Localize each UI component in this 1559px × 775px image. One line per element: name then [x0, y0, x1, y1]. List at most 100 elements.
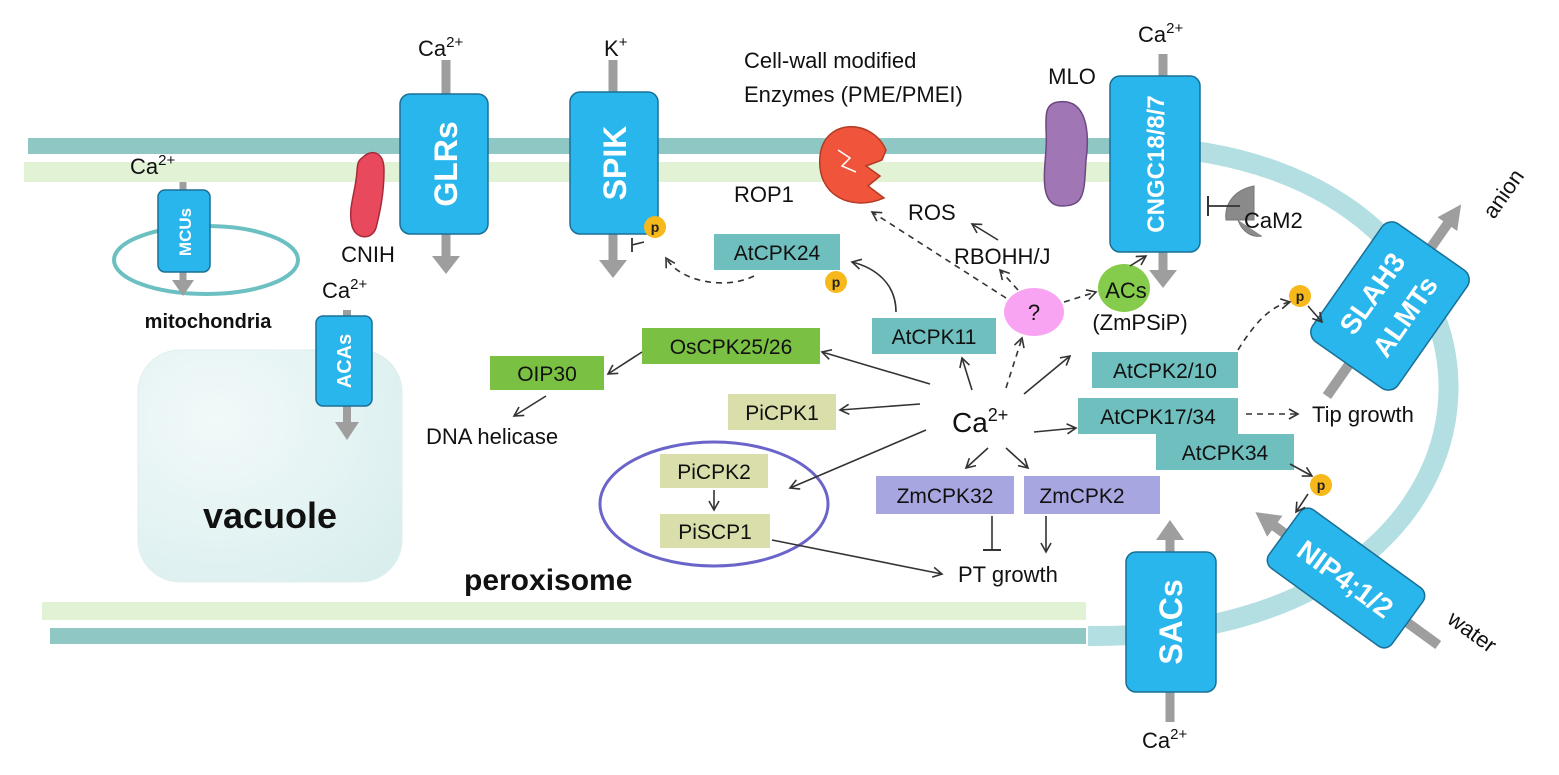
glrs-ca-ion: Ca2+ [418, 34, 463, 61]
arrow-atcpk11-to-atcpk24 [850, 258, 897, 313]
glrs-label: GLRs [428, 121, 464, 206]
atcpk11-label: AtCPK11 [892, 326, 977, 349]
picpk2-box: PiCPK2 [660, 454, 768, 488]
slah3-almts-body [1310, 221, 1470, 391]
cell-wall-label-line1: Cell-wall modified [744, 48, 916, 73]
acas-ca-ion: Ca2+ [322, 276, 367, 303]
tip-growth-label: Tip growth [1312, 402, 1414, 427]
cngc-label: CNGC18/8/7 [1143, 95, 1170, 232]
unknown-label: ? [1028, 300, 1040, 325]
atcpk24-box: AtCPK24 [714, 234, 840, 270]
sacs-body [1125, 551, 1217, 693]
glrs-flux-arrowhead [432, 256, 460, 274]
mitochondria-label: mitochondria [145, 311, 273, 333]
glrs-channel: GLRs [399, 60, 489, 274]
slah3-flux-arrowhead [1437, 204, 1462, 231]
vacuole-compartment [137, 349, 403, 583]
sacs-ca-ion: Ca2+ [1142, 726, 1187, 753]
spik-k-ion: K+ [604, 34, 628, 61]
slah3-phospho-circle [1289, 285, 1311, 307]
rop1-label: ROP1 [734, 182, 794, 207]
slah3-almts-channel: SLAH3 ALMTs [1310, 204, 1470, 399]
arrow-ca-to-picpk1 [838, 403, 921, 416]
membrane-tip-arc [1087, 136, 1459, 647]
oip30-box: OIP30 [490, 356, 604, 390]
spik-channel: SPIK [569, 60, 659, 278]
atcpk24-rect [714, 234, 840, 270]
sacs-channel: SACs [1125, 520, 1217, 722]
central-ca-ion: Ca2+ [952, 405, 1008, 438]
arrow-ca-to-unknown [1005, 336, 1025, 389]
nip-flux-arrowhead [1255, 512, 1283, 537]
atcpk34-rect [1156, 434, 1294, 470]
nip-phospho-circle [1310, 474, 1332, 496]
zmcpk32-label: ZmCPK32 [897, 485, 994, 508]
slah3-phospho-site: p [1289, 285, 1311, 307]
piscp1-box: PiSCP1 [660, 514, 770, 548]
arrow-unknown-to-acs [1063, 289, 1098, 303]
piscp1-rect [660, 514, 770, 548]
acas-channel: ACAs [315, 310, 373, 440]
sacs-flux-arrowhead [1156, 520, 1184, 540]
cam2-label: CaM2 [1244, 208, 1303, 233]
arrow-ca-to-atcpk17 [1033, 423, 1078, 435]
picpk2-rect [660, 454, 768, 488]
atcpk17-box: AtCPK17/34 [1078, 398, 1238, 434]
mcus-body [157, 189, 211, 273]
acas-body [315, 315, 373, 407]
acs-label-line1: ACs [1105, 278, 1147, 303]
cell-wall-label-line2: Enzymes (PME/PMEI) [744, 82, 963, 107]
nip-phospho-label: p [1317, 477, 1326, 493]
atcpk2-rect [1092, 352, 1238, 388]
atcpk17-label: AtCPK17/34 [1100, 406, 1216, 429]
arrow-unknown-to-rop1 [870, 211, 1007, 299]
acs-node [1098, 264, 1150, 312]
arrow-oip30-to-dna-helicase [512, 395, 547, 417]
atcpk24-label: AtCPK24 [734, 242, 821, 265]
spik-body [569, 91, 659, 235]
arrow-piscp1-to-pt-growth [771, 539, 944, 578]
sacs-label: SACs [1153, 579, 1189, 664]
cell-wall-enzyme-spark [837, 149, 857, 173]
dna-helicase-label: DNA helicase [426, 424, 558, 449]
zmcpk32-box: ZmCPK32 [876, 476, 1014, 514]
water-label: water [1442, 605, 1501, 657]
arrow-oscpk-to-oip30 [606, 351, 643, 375]
atcpk34-box: AtCPK34 [1156, 434, 1294, 470]
mlo-label: MLO [1048, 64, 1096, 89]
picpk1-rect [728, 394, 836, 430]
unknown-node [1004, 288, 1064, 336]
acs-label-line2: (ZmPSiP) [1092, 310, 1187, 335]
peroxisome-label: peroxisome [464, 564, 632, 597]
nip-body [1266, 507, 1426, 649]
arrow-ca-to-atcpk11 [959, 356, 973, 391]
atcpk24-phospho-site: p [825, 271, 847, 293]
oscpk-rect [642, 328, 820, 364]
cnih-label: CNIH [341, 242, 395, 267]
oscpk-box: OsCPK25/26 [642, 328, 820, 364]
arrow-nip-phospho [1295, 493, 1309, 514]
atcpk11-rect [872, 318, 996, 354]
mcus-label: MCUs [176, 208, 195, 256]
acas-flux-arrowhead [335, 422, 359, 440]
ros-label: ROS [908, 200, 956, 225]
arrow-ca-to-oscpk [820, 348, 931, 385]
cngc-body [1109, 75, 1201, 253]
arrow-atcpk34-to-nip [1289, 463, 1314, 477]
signaling-arrows [512, 211, 1324, 578]
arrow-slah3-phospho [1307, 305, 1324, 324]
atcpk24-phospho-circle [825, 271, 847, 293]
atcpk2-label: AtCPK2/10 [1113, 360, 1217, 383]
spik-phospho-label: p [651, 219, 660, 235]
cngc-ca-ion: Ca2+ [1138, 20, 1183, 47]
cnih-protein [349, 151, 385, 238]
glrs-body [399, 93, 489, 235]
spik-flux-arrowhead [599, 260, 627, 278]
mcus-flux-arrowhead [172, 280, 194, 296]
slah3-phospho-label: p [1296, 288, 1305, 304]
arrow-ca-to-atcpk2 [1023, 354, 1072, 395]
atcpk24-phospho-label: p [832, 274, 841, 290]
picpk2-label: PiCPK2 [677, 461, 751, 484]
piscp1-label: PiSCP1 [678, 521, 752, 544]
